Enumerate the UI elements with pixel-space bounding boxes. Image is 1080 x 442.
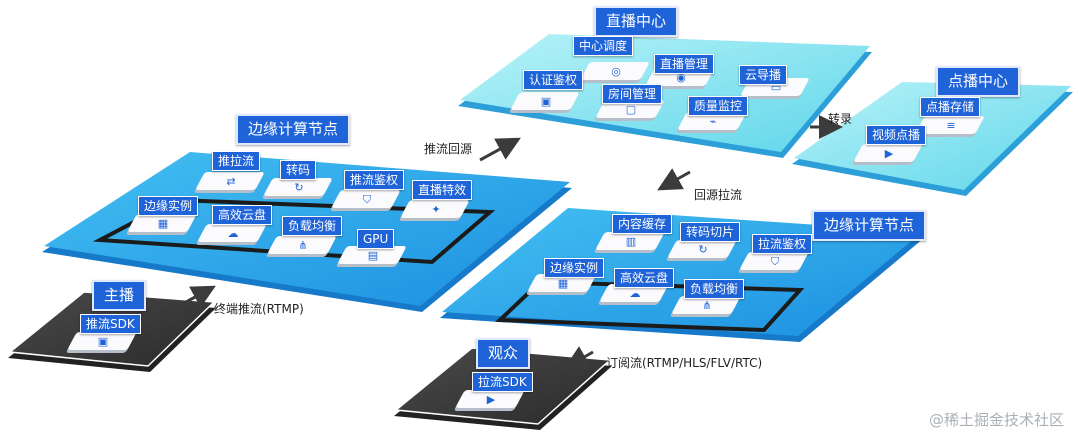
monitor-icon: ▭ xyxy=(770,81,782,94)
refresh-icon: ↻ xyxy=(294,181,304,194)
service-card: ⋔ xyxy=(267,236,337,262)
flow-label-transcode-record: 转录 xyxy=(828,112,853,126)
arrow-push-to-origin xyxy=(479,137,521,162)
service-card: ⇄ xyxy=(195,172,265,198)
effects-icon: ✦ xyxy=(431,203,441,216)
service-card: ▥ xyxy=(595,232,665,258)
id-card-icon: ▣ xyxy=(540,95,552,108)
service-card: ▤ xyxy=(337,246,407,272)
service-card: ◎ xyxy=(580,62,650,88)
service-label: 高效云盘 xyxy=(212,205,273,225)
service-card: ▭ xyxy=(740,78,810,104)
service-label: 推流鉴权 xyxy=(344,170,405,190)
arrow-origin-pull xyxy=(657,168,691,191)
vod-center-title: 点播中心 xyxy=(936,66,1021,97)
flow-label-push-to-origin: 推流回源 xyxy=(424,142,473,156)
service-card: ▦ xyxy=(127,214,197,240)
service-label: 负载均衡 xyxy=(282,216,343,236)
service-card: ⋔ xyxy=(671,296,741,322)
edge-right-title: 边缘计算节点 xyxy=(812,210,927,241)
balance-icon: ⋔ xyxy=(702,299,712,312)
shield-icon: ⛉ xyxy=(362,193,372,206)
service-label: 拉流鉴权 xyxy=(752,234,813,254)
service-card: ▶ xyxy=(853,144,923,170)
service-label: GPU xyxy=(357,229,395,249)
gpu-icon: ▤ xyxy=(367,249,379,262)
sdk-label: 推流SDK xyxy=(80,314,141,334)
play-icon: ▶ xyxy=(486,393,496,406)
service-card: ☁ xyxy=(599,284,669,310)
service-label: 直播管理 xyxy=(654,54,715,74)
database-icon: ≡ xyxy=(946,119,956,132)
watermark: @稀土掘金技术社区 xyxy=(928,411,1064,429)
globe-icon: ◎ xyxy=(611,65,621,78)
arrow-subscribe xyxy=(564,346,594,369)
flow-arrows xyxy=(185,115,843,369)
service-label: 质量监控 xyxy=(688,96,749,116)
service-card: ▣ xyxy=(510,92,580,118)
sdk-card: ▶ xyxy=(455,390,525,416)
service-label: 高效云盘 xyxy=(614,268,675,288)
service-card: ☁ xyxy=(197,224,267,250)
sdk-card: ▣ xyxy=(67,332,137,358)
screen-icon: ▢ xyxy=(625,103,637,116)
balance-icon: ⋔ xyxy=(298,239,308,252)
stream-icon: ⇄ xyxy=(226,175,236,188)
flow-label-terminal-push: 终端推流(RTMP) xyxy=(214,302,304,316)
service-label: 中心调度 xyxy=(573,36,634,56)
user-card-icon: ▣ xyxy=(97,335,109,348)
service-label: 内容缓存 xyxy=(612,214,673,234)
service-card: ▢ xyxy=(595,100,665,126)
shield-icon: ⛉ xyxy=(770,255,780,268)
video-icon: ▶ xyxy=(884,147,894,160)
server-icon: ▦ xyxy=(557,277,569,290)
service-card: ⌁ xyxy=(677,112,747,138)
service-label: 边缘实例 xyxy=(138,196,199,216)
edge-left-title: 边缘计算节点 xyxy=(236,114,351,145)
service-card: ↻ xyxy=(263,178,333,204)
vod-center-platform xyxy=(792,82,1073,196)
service-label: 转码 xyxy=(280,160,317,180)
server-icon: ▦ xyxy=(157,217,169,230)
arrow-terminal-push xyxy=(185,285,216,308)
service-label: 视频点播 xyxy=(866,125,927,145)
service-card: ◉ xyxy=(645,68,715,94)
service-card: ↻ xyxy=(667,240,737,266)
service-card: ✦ xyxy=(400,200,470,226)
cache-icon: ▥ xyxy=(625,235,637,248)
service-label: 边缘实例 xyxy=(544,258,605,278)
service-card: ⛉ xyxy=(331,190,401,216)
cloud-disk-icon: ☁ xyxy=(227,227,239,240)
service-label: 负载均衡 xyxy=(684,279,745,299)
service-label: 云导播 xyxy=(739,65,788,85)
live-center-title: 直播中心 xyxy=(594,6,679,37)
anchor-title: 主播 xyxy=(92,280,147,311)
sdk-label: 拉流SDK xyxy=(472,372,533,392)
service-label: 点播存储 xyxy=(920,97,981,117)
refresh-icon: ↻ xyxy=(698,243,708,256)
chart-icon: ⌁ xyxy=(709,115,717,128)
service-label: 推拉流 xyxy=(212,151,261,171)
service-card: ▦ xyxy=(527,274,597,300)
service-label: 直播特效 xyxy=(412,180,473,200)
service-label: 认证鉴权 xyxy=(523,70,584,90)
cloud-disk-icon: ☁ xyxy=(629,287,641,300)
flow-label-origin-pull: 回源拉流 xyxy=(694,188,743,202)
service-label: 房间管理 xyxy=(602,84,663,104)
flow-label-subscribe: 订阅流(RTMP/HLS/FLV/RTC) xyxy=(606,356,763,370)
audience-title: 观众 xyxy=(476,338,531,369)
service-label: 转码切片 xyxy=(680,222,741,242)
signal-icon: ◉ xyxy=(676,71,686,84)
service-card: ≡ xyxy=(915,116,985,142)
service-card: ⛉ xyxy=(739,252,809,278)
